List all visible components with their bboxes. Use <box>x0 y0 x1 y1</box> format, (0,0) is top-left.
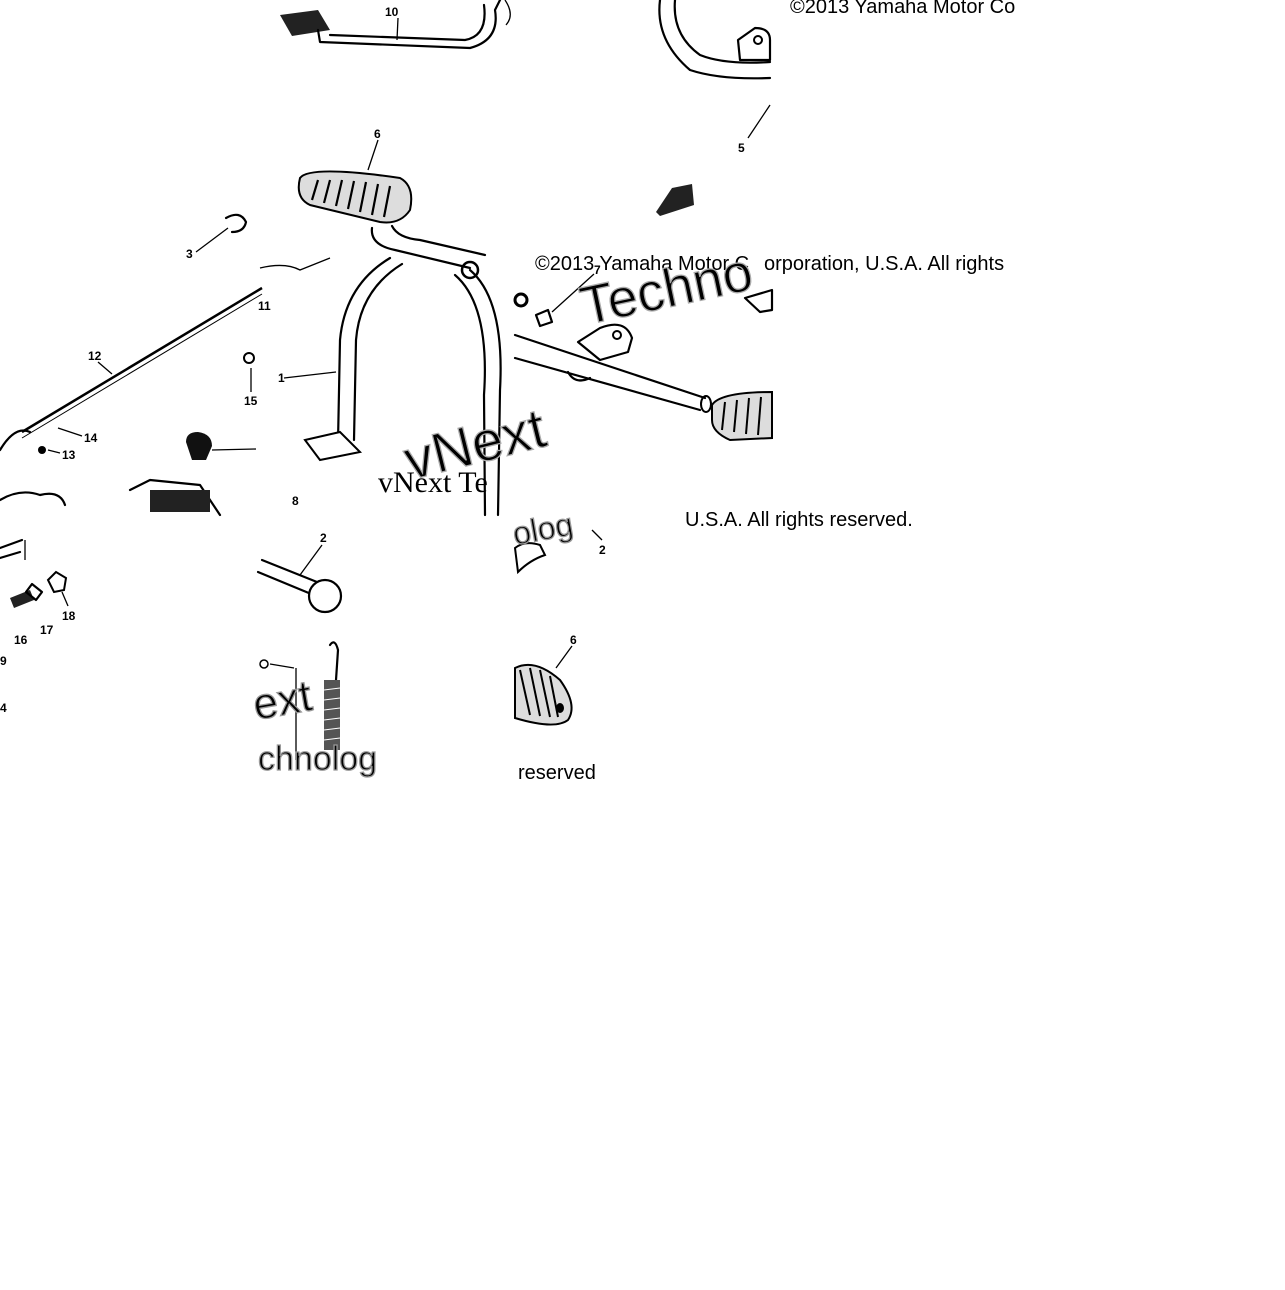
callout-14: 14 <box>84 431 98 445</box>
copyright-mid-right: orporation, U.S.A. All rights <box>764 253 1004 275</box>
callout-6: 6 <box>374 127 381 141</box>
callout-1: 1 <box>278 371 285 385</box>
footrest-rubber-part: 2 6 olog <box>509 505 606 726</box>
copyright-bottom: reserved <box>518 762 596 784</box>
brake-pedal-part: 10 <box>280 0 511 50</box>
watermark-olog: olog <box>510 506 576 552</box>
watermark-serif-vnext: vNext Te <box>378 466 488 499</box>
callout-8: 8 <box>292 494 299 508</box>
callout-10: 10 <box>385 5 399 19</box>
callout-2b: 2 <box>599 543 606 557</box>
callout-12: 12 <box>88 349 102 363</box>
center-stand-part: 6 1 8 vNext Te <box>259 127 502 517</box>
callout-17: 17 <box>40 623 54 637</box>
small-hardware-parts: 16 17 18 9 4 <box>0 538 76 715</box>
callout-5: 5 <box>738 141 745 155</box>
copyright-low-right: U.S.A. All rights reserved. <box>685 509 913 531</box>
footrest-bracket-part: 5 <box>656 0 772 216</box>
callout-11: 11 <box>258 299 271 313</box>
callout-16: 16 <box>14 633 28 647</box>
watermark-vnext: vNext <box>398 396 553 492</box>
copyright-top: ©2013 Yamaha Motor Co <box>790 0 1015 18</box>
copyright-mid-left: ©2013 Yamaha Motor C <box>535 253 749 275</box>
callout-7: 7 <box>594 263 601 277</box>
pivot-shaft-part: 2 ext chnolog <box>249 531 378 779</box>
callout-6b: 6 <box>570 633 577 647</box>
callout-9: 9 <box>0 654 7 668</box>
callout-18: 18 <box>62 609 76 623</box>
footrest-bar-part: 7 <box>513 263 774 442</box>
callout-3: 3 <box>186 247 193 261</box>
callout-13: 13 <box>62 448 76 462</box>
callout-2: 2 <box>320 531 327 545</box>
callout-15: 15 <box>244 394 258 408</box>
watermark-ext: ext <box>249 671 315 729</box>
brake-rod-assembly: 12 13 14 3 11 15 <box>0 213 271 517</box>
watermark-chnolog: chnolog <box>258 740 377 778</box>
callout-4: 4 <box>0 701 7 715</box>
